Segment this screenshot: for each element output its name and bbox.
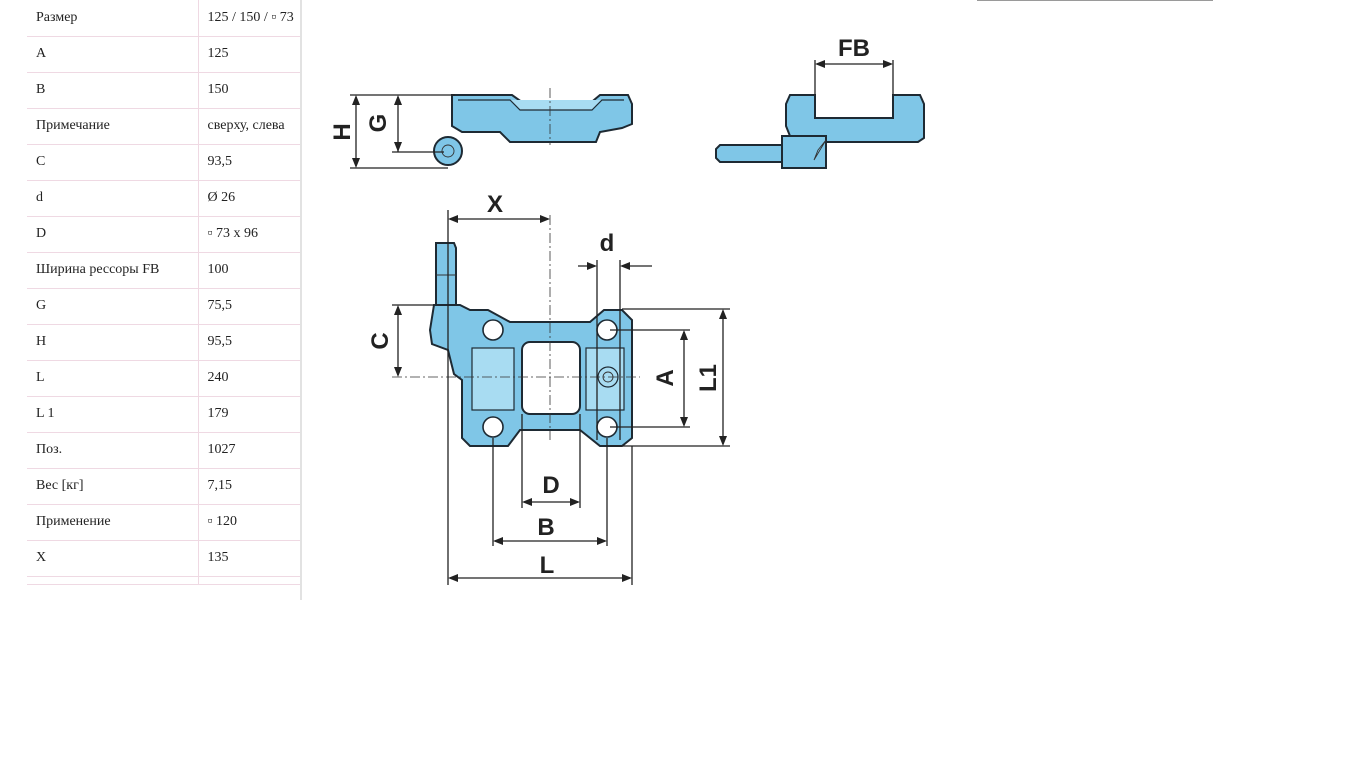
spec-value: Ø 26 xyxy=(198,180,302,217)
technical-drawing: H G FB xyxy=(329,35,925,585)
spec-value: 7,15 xyxy=(198,468,302,505)
spec-row xyxy=(27,576,302,585)
dim-label-FB: FB xyxy=(838,35,870,62)
spec-label: L xyxy=(27,360,199,397)
spec-label: Примечание xyxy=(27,108,199,145)
spec-value xyxy=(198,576,302,585)
dim-label-X: X xyxy=(487,191,503,218)
spec-row: D▫ 73 x 96 xyxy=(27,216,302,253)
spec-value: 125 / 150 / ▫ 73 xyxy=(198,0,302,37)
spec-label: Вес [кг] xyxy=(27,468,199,505)
spec-value: 1027 xyxy=(198,432,302,469)
spec-value: ▫ 73 x 96 xyxy=(198,216,302,253)
spec-row: Вес [кг]7,15 xyxy=(27,468,302,505)
spec-value: 75,5 xyxy=(198,288,302,325)
dim-label-C: C xyxy=(367,332,394,349)
dim-label-A: A xyxy=(652,369,679,386)
spec-label: G xyxy=(27,288,199,325)
spec-value: ▫ 120 xyxy=(198,504,302,541)
table-scroll-edge xyxy=(300,0,302,600)
spec-value: 100 xyxy=(198,252,302,289)
spec-label: Поз. xyxy=(27,432,199,469)
spec-label: d xyxy=(27,180,199,217)
spec-label: B xyxy=(27,72,199,109)
spec-label: D xyxy=(27,216,199,253)
dim-label-L: L xyxy=(540,552,555,579)
spec-label: Размер xyxy=(27,0,199,37)
spec-value: 93,5 xyxy=(198,144,302,181)
spec-row: Применение▫ 120 xyxy=(27,504,302,541)
spec-value: 150 xyxy=(198,72,302,109)
end-view: FB xyxy=(715,35,925,169)
spec-value: 240 xyxy=(198,360,302,397)
dim-label-H: H xyxy=(329,123,356,140)
spec-label xyxy=(27,576,199,585)
spec-label: A xyxy=(27,36,199,73)
dim-label-B: B xyxy=(537,514,554,541)
spec-label: Применение xyxy=(27,504,199,541)
spec-value: 179 xyxy=(198,396,302,433)
top-divider-line xyxy=(977,0,1213,1)
dim-label-d: d xyxy=(600,230,615,257)
dim-label-G: G xyxy=(365,114,392,133)
spec-value: сверху, слева xyxy=(198,108,302,145)
plan-view: X d C A L1 D B L xyxy=(367,191,730,585)
spec-value: 125 xyxy=(198,36,302,73)
spec-label: L 1 xyxy=(27,396,199,433)
dim-label-L1: L1 xyxy=(695,364,722,392)
spec-label: C xyxy=(27,144,199,181)
spec-label: Ширина рессоры FB xyxy=(27,252,199,289)
spec-label: X xyxy=(27,540,199,577)
dim-label-D: D xyxy=(542,472,559,499)
spec-value: 95,5 xyxy=(198,324,302,361)
spec-row: Поз.1027 xyxy=(27,432,302,469)
spec-label: H xyxy=(27,324,199,361)
spec-value: 135 xyxy=(198,540,302,577)
side-view: H G xyxy=(329,88,633,169)
